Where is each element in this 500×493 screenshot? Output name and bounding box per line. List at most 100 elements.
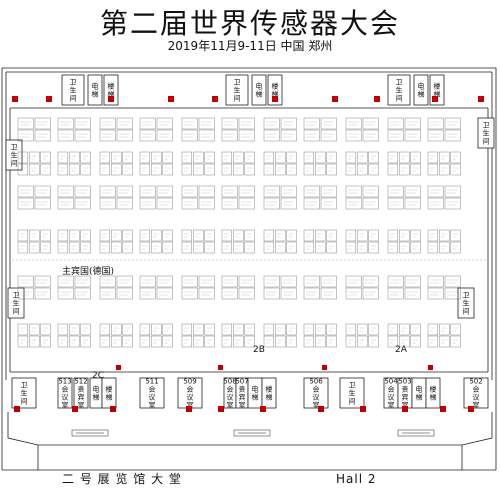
booth (326, 241, 337, 254)
pillar (260, 406, 266, 412)
booth (17, 117, 34, 130)
hall-outline (1, 67, 497, 471)
booth (286, 323, 297, 336)
booth (204, 163, 215, 176)
room-label: 卫生间 (21, 382, 28, 406)
booth (439, 241, 450, 254)
booth (263, 163, 275, 176)
booth (345, 117, 362, 130)
booth (17, 241, 29, 254)
zone-2c-label: 2C (92, 371, 104, 381)
booth (162, 151, 173, 164)
booth (387, 117, 404, 130)
booth (427, 151, 439, 164)
booth (315, 335, 326, 348)
booth (122, 163, 133, 176)
booth (404, 287, 421, 300)
booth (29, 335, 40, 348)
booth (238, 129, 255, 142)
booth (357, 241, 368, 254)
side-restroom: 卫生间 (5, 139, 23, 171)
booth (198, 287, 215, 300)
bottom-stairs: 楼梯 (101, 377, 117, 409)
booth (193, 335, 204, 348)
booth (357, 151, 368, 164)
booth (181, 275, 198, 288)
booth (263, 275, 280, 288)
room-label: 卫生间 (70, 79, 77, 103)
room-outline (457, 287, 475, 319)
booth (57, 323, 69, 336)
room-label: 电梯 (92, 82, 99, 99)
booth (181, 117, 198, 130)
booth (345, 323, 357, 336)
booth (427, 287, 444, 300)
top-restroom: 卫生间 (225, 74, 249, 106)
booth (263, 151, 275, 164)
booth (57, 151, 69, 164)
hall-lobby-label: 二 号 展 览 馆 大 堂 (62, 471, 182, 486)
booth (357, 163, 368, 176)
booth (439, 151, 450, 164)
booth (74, 185, 91, 198)
booth (362, 275, 379, 288)
pillar (478, 96, 484, 102)
booth (450, 241, 461, 254)
booth (122, 323, 133, 336)
booth (221, 323, 233, 336)
booth (57, 275, 74, 288)
booth (263, 287, 280, 300)
lobby-entrance-steps (71, 429, 435, 437)
booth (99, 197, 116, 210)
booth (320, 275, 337, 288)
booth (362, 287, 379, 300)
booth (399, 323, 410, 336)
booth (17, 163, 29, 176)
booth (34, 275, 51, 288)
booth (345, 151, 357, 164)
booth (139, 197, 156, 210)
booth (444, 117, 461, 130)
booth (69, 323, 80, 336)
room-outline (425, 377, 441, 409)
booth (345, 287, 362, 300)
room-outline (73, 377, 89, 409)
booth (193, 229, 204, 242)
booth (181, 241, 193, 254)
pillar (440, 406, 446, 412)
booth (57, 129, 74, 142)
room-label: 卫生间 (463, 292, 470, 316)
bottom-elevator: 电梯 (89, 377, 103, 409)
booth (57, 229, 69, 242)
booth (303, 275, 320, 288)
booth (156, 275, 173, 288)
booth (139, 275, 156, 288)
booth (221, 185, 238, 198)
booth (69, 163, 80, 176)
pillar (12, 96, 18, 102)
booth (198, 129, 215, 142)
booth (17, 197, 34, 210)
booth (57, 287, 74, 300)
room-label: 卫生间 (396, 79, 403, 103)
booth (139, 287, 156, 300)
pillar (110, 406, 116, 412)
event-date-location: 2019年11月9-11日 中国 郑州 (167, 39, 333, 53)
booth (69, 241, 80, 254)
booth (320, 197, 337, 210)
booth (221, 117, 238, 130)
pillar (14, 406, 20, 412)
booth (198, 117, 215, 130)
booth (57, 335, 69, 348)
side-restroom: 卫生间 (457, 287, 475, 319)
room-outline (477, 117, 495, 149)
booth (280, 197, 297, 210)
booth (303, 287, 320, 300)
booth (193, 241, 204, 254)
